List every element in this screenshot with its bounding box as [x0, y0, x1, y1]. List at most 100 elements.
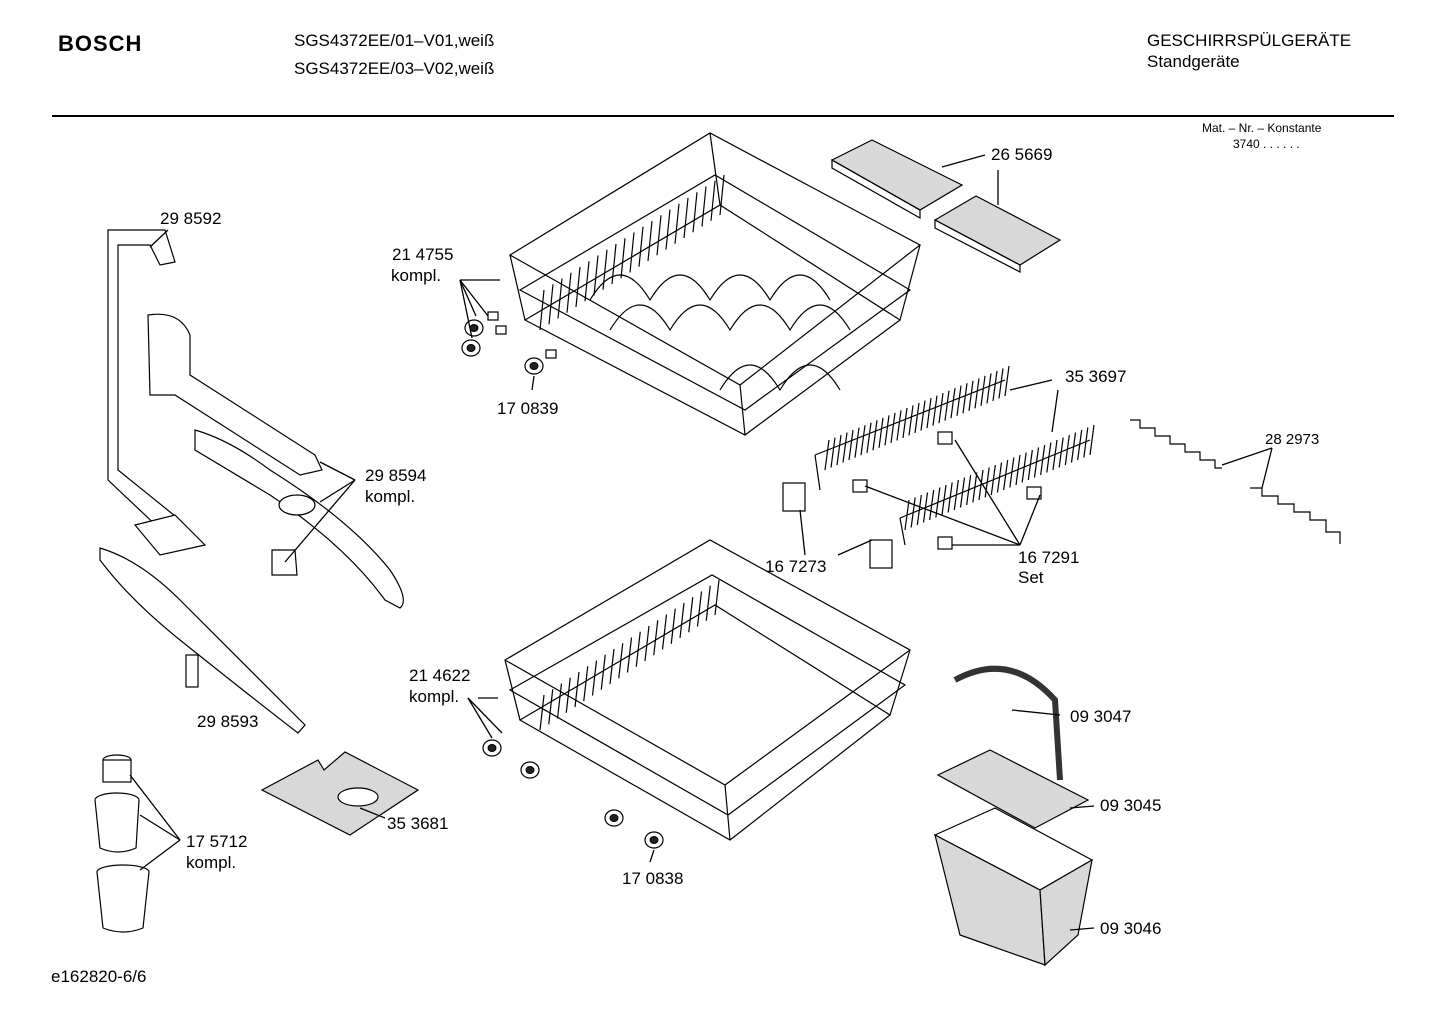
label-214755: 21 4755 [392, 245, 454, 264]
tine-line [941, 484, 947, 516]
tine-line [1077, 429, 1083, 461]
tine-line [904, 499, 910, 531]
tine-line [962, 383, 968, 414]
tine-line [910, 497, 916, 528]
tine-line [956, 385, 962, 416]
constants-value: 3740 . . . . . . [1233, 137, 1300, 151]
tine-line [914, 402, 920, 434]
tine-line [1089, 424, 1095, 456]
tine-line [860, 425, 866, 456]
tine-line [929, 489, 935, 521]
tine-line [950, 388, 956, 419]
tine-line [539, 694, 545, 731]
tine-line [618, 643, 624, 679]
label-167291: 16 7291 [1018, 548, 1080, 567]
tine-line [978, 469, 984, 501]
tine-line [719, 174, 725, 216]
tine-line [714, 579, 720, 616]
tine-line [591, 660, 598, 696]
model-line-1: SGS4372EE/01–V01,weiß [294, 31, 495, 50]
tine-line [647, 220, 653, 262]
tine-line [1046, 442, 1052, 473]
tine-line [1015, 454, 1021, 486]
tine-line [953, 479, 959, 511]
tine-line [565, 677, 571, 713]
lower-basket-drawing [503, 539, 912, 841]
tine-line [1004, 365, 1010, 397]
tine-line [990, 464, 996, 496]
label-353681: 35 3681 [387, 814, 449, 833]
tine-line [848, 430, 854, 461]
tine-line [584, 261, 590, 302]
tine-line [902, 407, 908, 439]
clips-drawing [782, 431, 1042, 569]
cutlery-basket-drawing [933, 665, 1094, 967]
tine-line [980, 375, 986, 406]
label-175712: 17 5712 [186, 832, 248, 851]
label-298594-kompl: kompl. [365, 487, 416, 506]
tine-line [959, 477, 966, 508]
tine-line [593, 255, 599, 296]
tine-line [1021, 452, 1027, 483]
label-298592: 29 8592 [160, 209, 222, 228]
tine-line [609, 648, 615, 685]
tine-line [629, 232, 635, 273]
tine-line [935, 487, 941, 518]
label-170838: 17 0838 [622, 869, 684, 888]
tine-line [600, 654, 606, 690]
tine-line [896, 410, 902, 441]
leader-lines [129, 154, 1273, 931]
drawing-id: e162820-6/6 [51, 967, 147, 986]
tine-line [602, 249, 608, 290]
tine-line [674, 203, 680, 244]
tine-line [854, 427, 860, 458]
filter-plate-drawing [260, 751, 420, 836]
tine-line [1083, 427, 1089, 458]
tine-line [884, 415, 890, 446]
tine-line [556, 683, 563, 719]
tine-line [575, 266, 581, 308]
tine-line [701, 186, 707, 227]
tine-line [611, 243, 617, 285]
upper-basket-drawing [508, 132, 922, 436]
stair-clips-drawing [1130, 419, 1341, 544]
tine-line [972, 472, 978, 503]
tine-line [842, 432, 848, 463]
tine-line [938, 393, 944, 424]
brand-logo: BOSCH [58, 31, 143, 56]
model-line-2: SGS4372EE/03–V02,weiß [294, 59, 495, 78]
tine-line [1064, 434, 1070, 466]
tine-line [548, 689, 554, 725]
cup-shelves-drawing [830, 139, 1062, 273]
label-093045: 09 3045 [1100, 796, 1162, 815]
tine-line [1070, 432, 1077, 463]
tine-line [986, 373, 992, 404]
label-214622-kompl: kompl. [409, 687, 460, 706]
label-175712-kompl: kompl. [186, 853, 237, 872]
tine-line [966, 474, 972, 506]
tine-line [932, 395, 938, 426]
tine-line [548, 284, 554, 325]
tine-line [992, 370, 998, 402]
label-265669: 26 5669 [991, 145, 1053, 164]
filter-set-drawing [94, 754, 150, 933]
tine-line [872, 420, 878, 451]
spray-arm-assembly-drawing [99, 229, 404, 734]
tine-line [998, 368, 1004, 399]
tine-line [710, 180, 716, 221]
tine-line [683, 197, 689, 239]
label-282973: 28 2973 [1265, 431, 1320, 448]
tine-line [696, 591, 703, 627]
tine-line [920, 400, 926, 431]
label-167291-set: Set [1018, 568, 1044, 587]
lower-wheels-drawing [482, 739, 664, 849]
tine-line [1058, 437, 1064, 468]
tine-line [670, 608, 676, 644]
label-167273: 16 7273 [765, 557, 827, 576]
tine-line [984, 467, 990, 498]
tine-line [705, 585, 711, 621]
tine-line [1040, 444, 1046, 476]
tine-line [620, 238, 626, 279]
label-353697: 35 3697 [1065, 367, 1127, 386]
